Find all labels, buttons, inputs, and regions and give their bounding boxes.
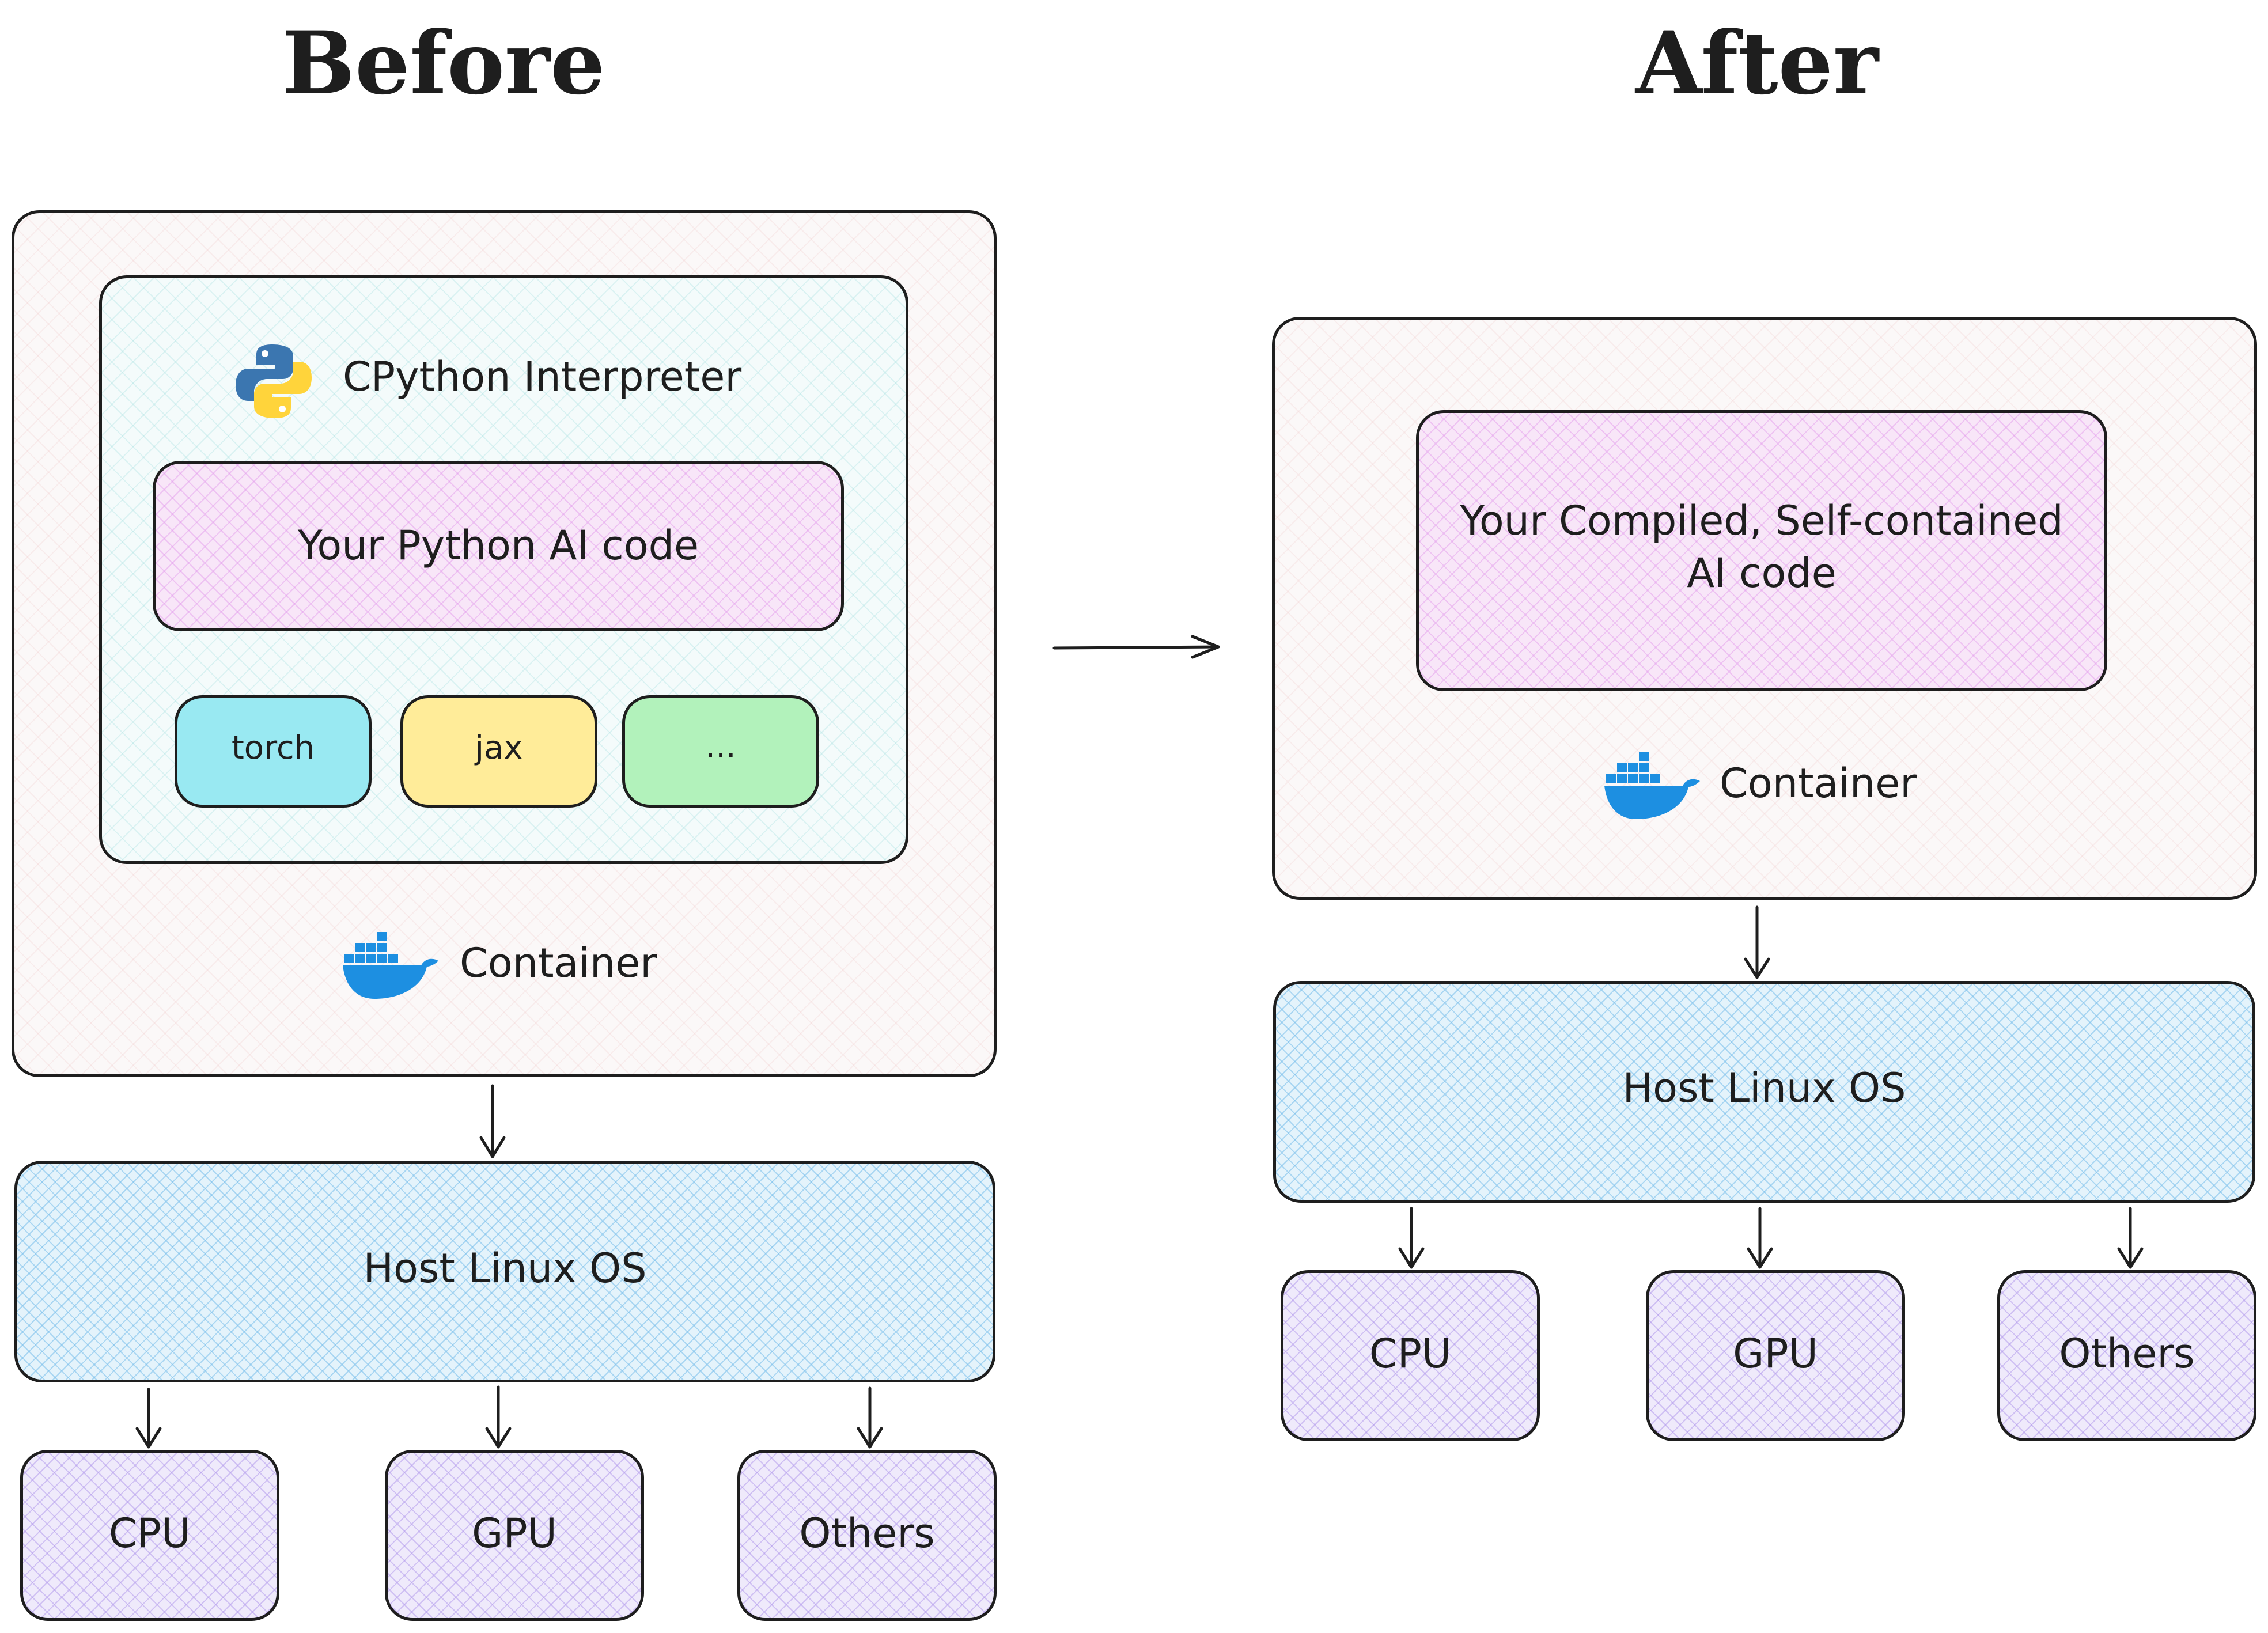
before-title: Before — [282, 13, 605, 114]
before-container-label: Container — [460, 939, 657, 987]
interpreter-label: CPython Interpreter — [343, 353, 742, 400]
before-others-label: Others — [799, 1510, 935, 1557]
before-host-os-label: Host Linux OS — [363, 1245, 647, 1292]
docker-whale-icon — [343, 932, 438, 999]
before-gpu-label: GPU — [472, 1510, 557, 1557]
arrow-after-host-to-others — [2117, 1207, 2144, 1269]
library-label-torch: torch — [231, 729, 315, 767]
after-code-box — [1416, 410, 2107, 691]
before-host-os-box — [14, 1161, 995, 1382]
arrow-after-host-to-gpu — [1747, 1207, 1773, 1269]
library-box-more — [622, 695, 819, 808]
arrow-after-container-to-host — [1744, 905, 1770, 979]
arrow-before-host-to-others — [857, 1386, 883, 1449]
before-code-label: Your Python AI code — [297, 522, 699, 569]
after-others-label: Others — [2059, 1330, 2195, 1377]
after-cpu-label: CPU — [1369, 1330, 1452, 1377]
arrow-before-container-to-host — [479, 1084, 506, 1158]
before-gpu-box — [385, 1450, 644, 1621]
after-container-label: Container — [1720, 760, 1917, 807]
arrow-before-host-to-gpu — [485, 1385, 512, 1449]
before-cpu-box — [20, 1450, 279, 1621]
after-others-box — [1997, 1270, 2256, 1441]
library-box-torch — [175, 695, 372, 808]
library-label-jax: jax — [475, 729, 523, 767]
after-cpu-box — [1281, 1270, 1540, 1441]
library-label-more: ... — [705, 728, 736, 765]
after-host-os-label: Host Linux OS — [1622, 1064, 1906, 1112]
after-host-os-box — [1273, 981, 2255, 1203]
arrow-after-host-to-cpu — [1398, 1207, 1425, 1269]
before-others-box — [737, 1450, 997, 1621]
after-gpu-box — [1646, 1270, 1905, 1441]
before-code-box — [153, 461, 844, 631]
after-gpu-label: GPU — [1733, 1330, 1818, 1377]
after-title: After — [1635, 13, 1879, 114]
docker-whale-icon — [1604, 752, 1700, 819]
after-code-line1: Your Compiled, Self-contained — [1460, 497, 2063, 544]
arrow-before-to-after — [1052, 635, 1220, 659]
library-box-jax — [400, 695, 597, 808]
python-logo-icon — [236, 344, 312, 418]
arrow-before-host-to-cpu — [135, 1388, 162, 1449]
before-cpu-label: CPU — [108, 1510, 191, 1557]
after-code-line2: AI code — [1687, 550, 1837, 597]
